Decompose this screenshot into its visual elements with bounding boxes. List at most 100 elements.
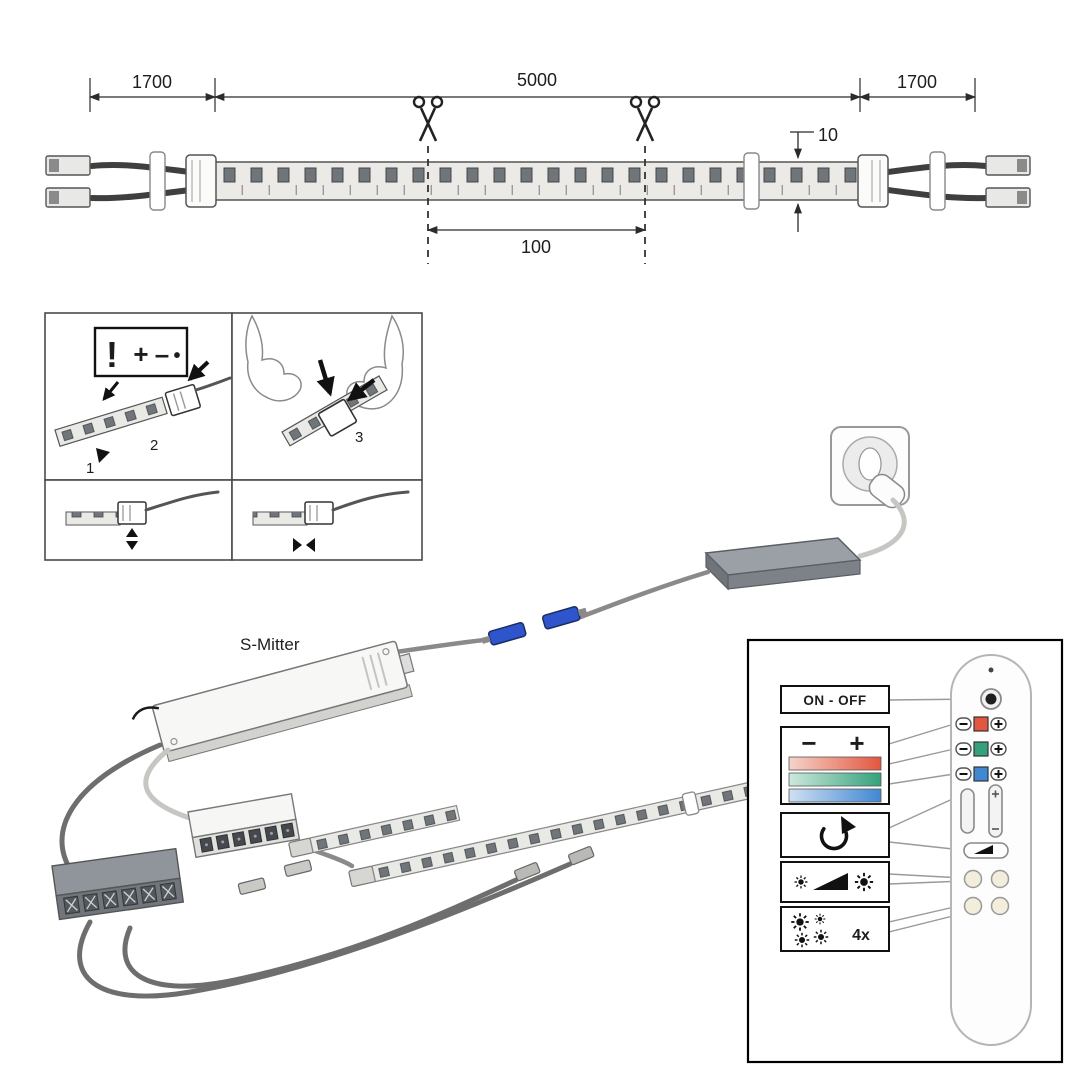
red-gradient-bar [788, 756, 882, 771]
left-cable-wire [89, 187, 193, 202]
warning-minus: – [155, 339, 169, 369]
gray-coupler [237, 877, 267, 895]
indicator-led [988, 667, 994, 673]
sun-small-icon [793, 874, 809, 890]
strip-end-connector-left [185, 154, 217, 208]
scissors-icon [629, 95, 661, 143]
blue-connector-female [481, 622, 527, 646]
mounting-clip [743, 152, 760, 210]
dimension-label-cut-segment: 100 [521, 237, 551, 257]
mounting-clip [929, 151, 946, 211]
green-gradient-bar [788, 772, 882, 787]
blue-color-key [973, 766, 989, 782]
clip-connector-step3 [317, 398, 358, 437]
gray-coupler [283, 859, 313, 877]
callout-brightness [780, 861, 890, 903]
connector-side-view [117, 501, 147, 525]
preset-button-1 [963, 869, 983, 889]
plug-cable [857, 497, 907, 559]
blue-adjust-buttons [955, 766, 1007, 782]
rotate-arrow-icon [819, 827, 849, 851]
step-number-3: 3 [355, 429, 363, 446]
right-plug [985, 155, 1031, 208]
left-cable-wire [89, 161, 193, 175]
blue-connector-male [541, 606, 588, 630]
cable-end-connector [514, 862, 541, 882]
sun-icon [814, 913, 826, 925]
callout-flash-modes: 4x [780, 906, 890, 952]
strip-dimension-drawing: 1700 5000 1700 100 [45, 70, 1031, 264]
transmitter-label: S-Mitter [240, 635, 300, 654]
green-color-key [973, 741, 989, 757]
left-plug [45, 155, 91, 208]
rocker-plus-icon [992, 790, 999, 798]
distributor-white [187, 792, 301, 859]
dim-plus-label: + [849, 728, 864, 758]
receiver-cable [393, 637, 487, 655]
mounting-clip [149, 151, 166, 211]
connector-cable [144, 490, 220, 512]
on-off-label: ON - OFF [803, 693, 866, 708]
snap-vertical-arrow [126, 528, 138, 550]
fade-button [963, 842, 1009, 859]
dim-ramp-icon [813, 873, 848, 890]
receiver-box [131, 640, 415, 763]
scissors-icon [412, 95, 444, 143]
connector-side-view [304, 501, 334, 525]
cable-end-connector [568, 846, 595, 866]
preset-button-2 [990, 869, 1010, 889]
fade-ramp-icon [974, 845, 993, 854]
step-number-1: 1 [86, 460, 94, 477]
clip-connector [164, 383, 201, 417]
snap-horizontal-arrow [293, 538, 315, 552]
distributor-dark [51, 847, 185, 921]
red-adjust-buttons [955, 716, 1007, 732]
warning-exclamation: ! [106, 334, 118, 375]
led-strip-chips [215, 162, 860, 200]
dimension-label-strip: 5000 [517, 70, 557, 90]
installation-instructions: ! + – • 1 2 3 [44, 312, 423, 561]
strip-side-view-chips [253, 512, 307, 525]
sun-large-icon [853, 871, 875, 893]
flash-multiplier-label: 4x [852, 927, 870, 944]
remote-control [950, 654, 1032, 1046]
peel-arrow [96, 448, 110, 463]
driver-cable [575, 569, 711, 621]
blue-gradient-bar [788, 788, 882, 803]
brightness-rocker-button [988, 784, 1003, 838]
power-button [980, 688, 1002, 710]
hand-illustration-left [245, 314, 302, 402]
power-driver-box [704, 537, 862, 591]
preset-button-3 [963, 896, 983, 916]
extension-cable [77, 861, 573, 999]
dimension-label-left-cable: 1700 [132, 72, 172, 92]
press-arrow [347, 378, 376, 402]
callout-program-rotate [780, 812, 890, 858]
strip-side-view-chips [66, 512, 120, 525]
antenna-wire [131, 706, 160, 720]
system-overview-illustration: S-Mitter [51, 426, 910, 999]
dimension-label-right-cable: 1700 [897, 72, 937, 92]
led-strip-short [288, 804, 461, 858]
strip-end-connector-right [857, 154, 889, 208]
callout-on-off: ON - OFF [780, 685, 890, 714]
polarity-warning-box: ! + – • [93, 326, 189, 378]
strip-illustration-step [54, 396, 168, 448]
distributor-cable-dark [59, 742, 163, 875]
slide-direction-arrow [187, 360, 210, 382]
rotate-arrowhead-icon [841, 816, 856, 834]
dimension-label-strip-width: 10 [818, 125, 838, 145]
remote-legend-panel: ON - OFF − + 4x [746, 638, 1064, 1064]
program-rocker-button [960, 788, 975, 834]
preset-button-4 [990, 896, 1010, 916]
dimension-strip-width: 10 [790, 125, 838, 232]
green-adjust-buttons [955, 741, 1007, 757]
warning-dot: • [173, 345, 180, 367]
connector-cable [331, 490, 410, 512]
red-color-key [973, 716, 989, 732]
led-strip-long [348, 779, 762, 888]
distributor-cable-light [143, 747, 199, 823]
sun-icon [790, 912, 810, 932]
callout-color-adjust: − + [780, 726, 890, 805]
